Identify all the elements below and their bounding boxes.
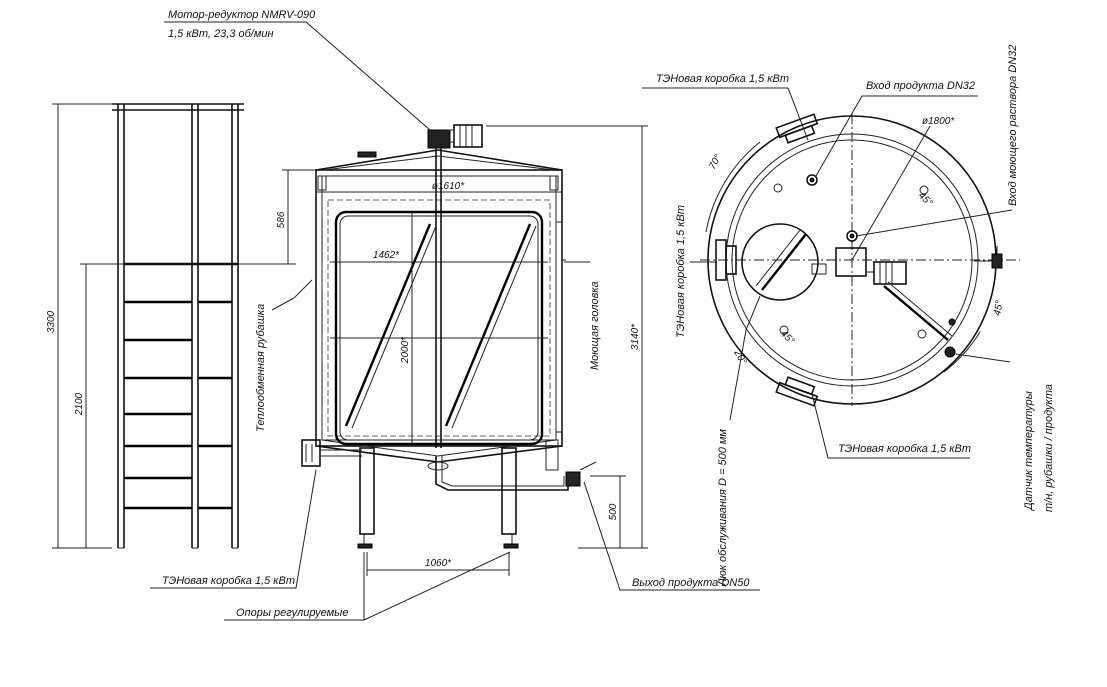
label-hatch: Люк обслуживания D = 500 мм: [717, 429, 729, 587]
front-dimensions: ø1610* 586 1462* 2000* 3140* 500 1060*: [276, 125, 648, 576]
label-temp-sensor-2: т/н, рубашки / продукта: [1043, 384, 1055, 512]
plan-labels: ТЭНовая коробка 1,5 кВт Вход продукта DN…: [642, 45, 1055, 587]
label-outlet: Выход продукта DN50: [632, 577, 750, 589]
tank-front-view: [301, 124, 597, 549]
label-ten-box-top: ТЭНовая коробка 1,5 кВт: [656, 73, 789, 85]
label-inlet-pump: Вход моющего раствора DN32: [1007, 45, 1019, 206]
label-motor-spec: 1,5 кВт, 23,3 об/мин: [168, 28, 274, 40]
label-inlet-product: Вход продукта DN32: [866, 80, 975, 92]
dim-inner-width: 1462*: [373, 250, 400, 261]
dim-top-height: 586: [276, 211, 287, 228]
plan-dimensions: ø1800* 70° 45° 45° 45° 20°: [705, 116, 1006, 373]
tank-plan-view: [700, 113, 1020, 407]
label-ten-box-bottom-left: ТЭНовая коробка 1,5 кВт: [162, 575, 295, 587]
dim-leg-spacing: 1060*: [425, 558, 452, 569]
dim-ladder-lower: 2100: [74, 392, 85, 416]
label-wash-head: Моющая головка: [589, 281, 601, 370]
dim-angle-70: 70°: [707, 153, 724, 172]
label-ten-box-left: ТЭНовая коробка 1,5 кВт: [675, 205, 687, 338]
dim-tank-dia: ø1610*: [432, 181, 465, 192]
dim-leg-height: 500: [608, 503, 619, 520]
label-heat-jacket: Теплообменная рубашка: [255, 304, 267, 432]
label-supports: Опоры регулируемые: [236, 607, 348, 619]
dim-total-height: 3140*: [630, 323, 641, 350]
label-ten-box-bottom-right: ТЭНовая коробка 1,5 кВт: [838, 443, 971, 455]
dim-plan-dia: ø1800*: [922, 116, 955, 127]
dim-angle-45c: 45°: [992, 300, 1005, 317]
dim-angle-45a: 45°: [916, 190, 934, 208]
outlet-valve-icon: [565, 471, 581, 487]
service-ladder: [112, 103, 244, 549]
front-labels: Мотор-редуктор NMRV-090 1,5 кВт, 23,3 об…: [150, 9, 760, 621]
dim-ladder-total: 3300: [46, 310, 57, 333]
ladder-dimensions: 3300 2100: [46, 103, 296, 549]
ladder-rungs: [124, 300, 232, 510]
gear-motor-icon: [427, 129, 451, 149]
dim-inner-height: 2000*: [400, 336, 411, 364]
label-motor-title: Мотор-редуктор NMRV-090: [168, 9, 316, 21]
label-temp-sensor-1: Датчик температуры: [1023, 391, 1035, 512]
